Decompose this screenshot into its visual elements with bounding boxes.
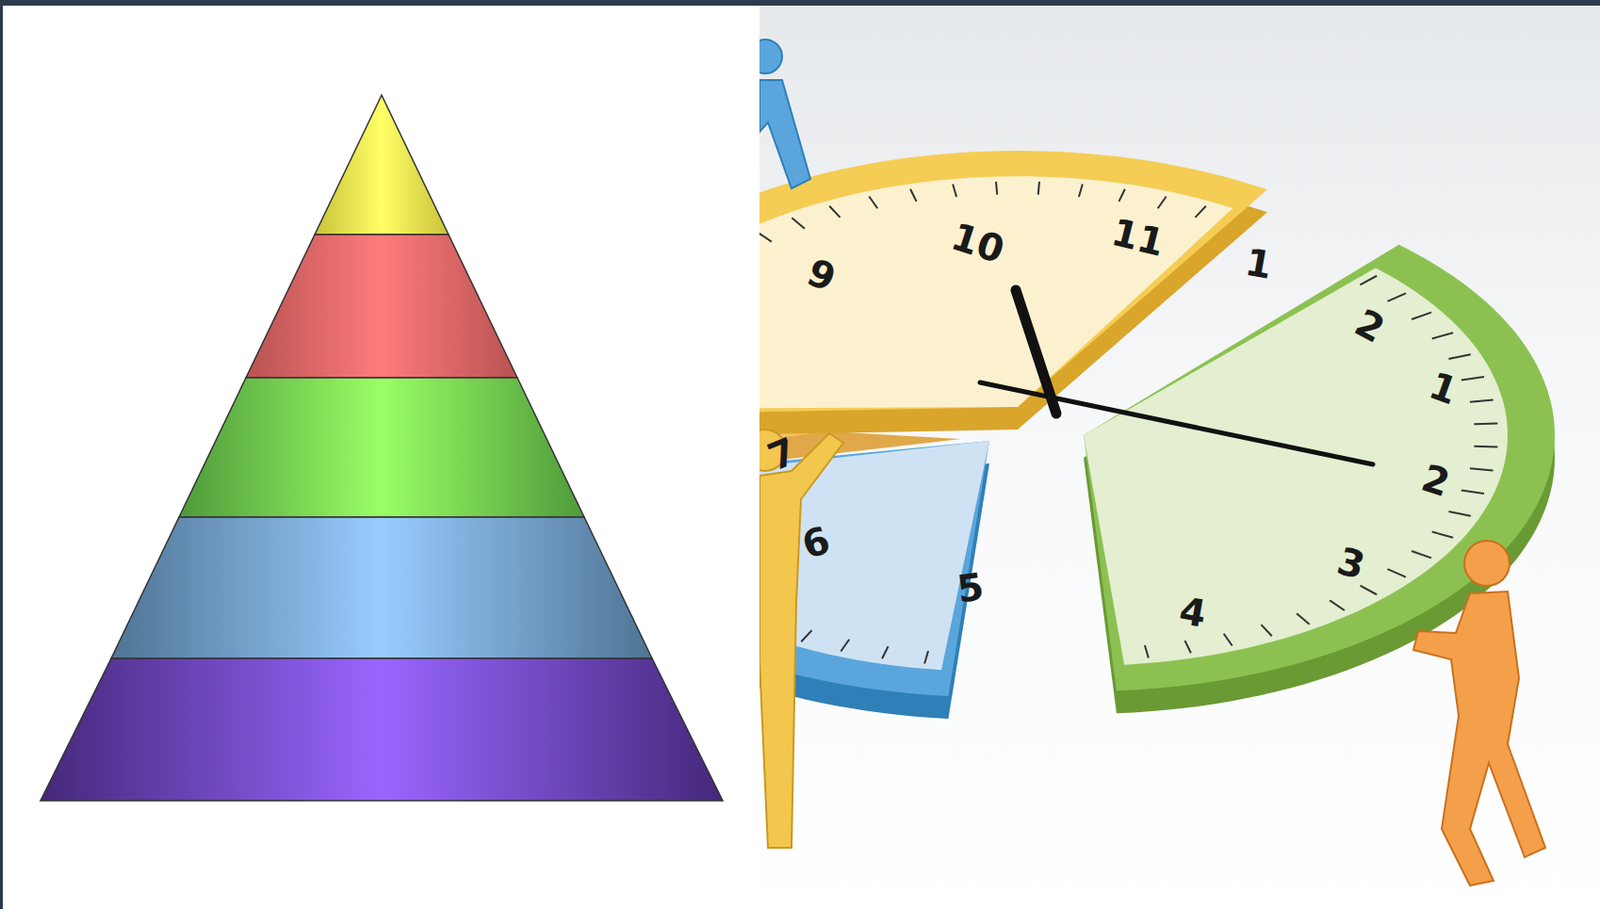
clock-tick [829, 206, 840, 218]
clock-tick [800, 630, 812, 642]
pyramid-band [111, 517, 653, 659]
clock-tick [1461, 376, 1485, 381]
clock-tick [840, 639, 849, 653]
clock-tick [1432, 531, 1454, 538]
clock-number: 10 [946, 216, 1009, 269]
clock-tick [1411, 312, 1432, 320]
clock-tick [1473, 422, 1498, 425]
person-figure [759, 429, 844, 849]
person-figure [759, 39, 811, 189]
clock-tick [1469, 468, 1494, 471]
clock-side [759, 173, 1268, 439]
pyramid-band [40, 658, 723, 801]
clock-number: 4 [1176, 591, 1209, 634]
clock-tick [868, 196, 878, 210]
clock-tick [924, 651, 929, 664]
clock-tick [995, 181, 997, 196]
clock-tick [1359, 276, 1377, 286]
clock-tick [1411, 551, 1432, 558]
clock-number: 3 [1333, 541, 1370, 586]
clock-number: 11 [1108, 212, 1169, 262]
clock-tick [1387, 569, 1406, 578]
clock-tick [952, 184, 957, 197]
clock-tick [1432, 332, 1454, 339]
clock-number: 6 [798, 521, 835, 566]
clock-number: 1 [1424, 365, 1463, 410]
clock-tick [1387, 293, 1406, 302]
clock-tick [1118, 189, 1125, 202]
minute-hand [979, 382, 1373, 465]
clock-tick [1448, 354, 1470, 360]
clock-number: 5 [954, 567, 986, 608]
clock-tick [1224, 634, 1233, 647]
clock-tick [791, 217, 805, 229]
clock-tick [1359, 586, 1377, 596]
clock-tick [1461, 489, 1485, 494]
clock-tick [1296, 613, 1310, 624]
clock-tick [1184, 640, 1191, 654]
clock [759, 39, 1555, 886]
clock-number: 7 [763, 431, 802, 477]
clock-tick [1260, 624, 1272, 637]
pyramid [40, 95, 723, 801]
person-figure [1413, 540, 1546, 886]
clock-tick [1473, 445, 1498, 449]
left-panel [2, 5, 760, 909]
clock-tick [1329, 600, 1345, 611]
clock-number: 2 [1349, 303, 1390, 349]
clock-rim [759, 150, 1268, 416]
clock-tick [759, 231, 772, 243]
clock-face [1083, 267, 1508, 665]
clock-tick [1144, 645, 1149, 658]
clock-tick [1038, 181, 1040, 196]
pyramid-band [179, 377, 585, 518]
clock-number: 1 [1242, 243, 1275, 285]
pyramid-band [314, 95, 449, 235]
clock-tick [1158, 196, 1167, 210]
pyramid-band [245, 234, 518, 378]
clock-face [759, 176, 1233, 409]
clock-number: 9 [802, 252, 842, 298]
clock-tick [1078, 184, 1083, 197]
clock-tick [1194, 206, 1206, 218]
clock-tick [1448, 511, 1470, 517]
clock-number: 2 [1418, 458, 1455, 504]
clock-tick [881, 646, 888, 659]
clock-tick [910, 189, 916, 202]
clock-tick [1469, 400, 1494, 403]
